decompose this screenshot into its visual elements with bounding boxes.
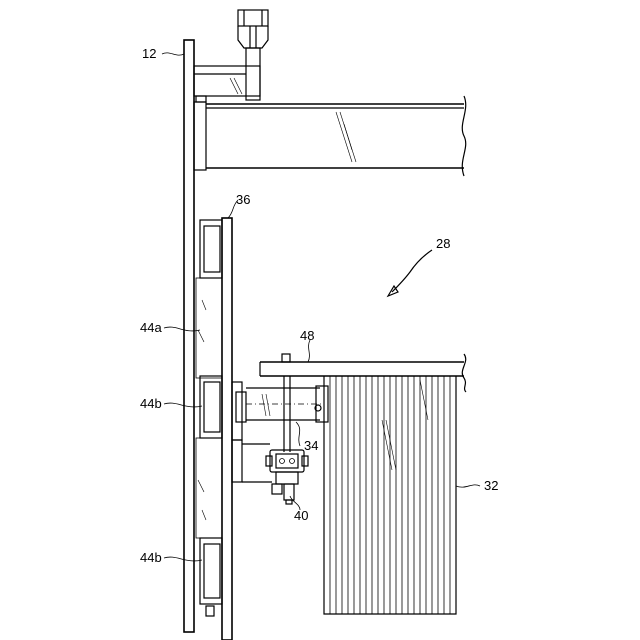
beam-48 — [260, 354, 466, 392]
unit-40 — [266, 450, 308, 504]
label-arm-34: 34 — [304, 438, 318, 453]
label-fins-32: 32 — [484, 478, 498, 493]
frame-12 — [184, 40, 194, 632]
label-unit-40: 40 — [294, 508, 308, 523]
rail-blocks — [196, 220, 222, 616]
top-bracket — [194, 10, 268, 102]
upper-beam — [194, 96, 466, 176]
label-assembly-28: 28 — [436, 236, 450, 251]
fin-bank-32 — [324, 376, 456, 614]
assembly-28-arrow — [388, 250, 432, 296]
label-rail-44a: 44a — [140, 320, 162, 335]
label-beam-48: 48 — [300, 328, 314, 343]
mount-block — [232, 382, 328, 482]
label-plate-36: 36 — [236, 192, 250, 207]
label-rail-44b-lower: 44b — [140, 550, 162, 565]
fin-hatch — [420, 380, 428, 420]
plate-36 — [222, 218, 232, 640]
label-rail-44b-upper: 44b — [140, 396, 162, 411]
fin-hatch — [386, 420, 396, 470]
fin-hatch — [382, 420, 392, 470]
label-frame-12: 12 — [142, 46, 156, 61]
